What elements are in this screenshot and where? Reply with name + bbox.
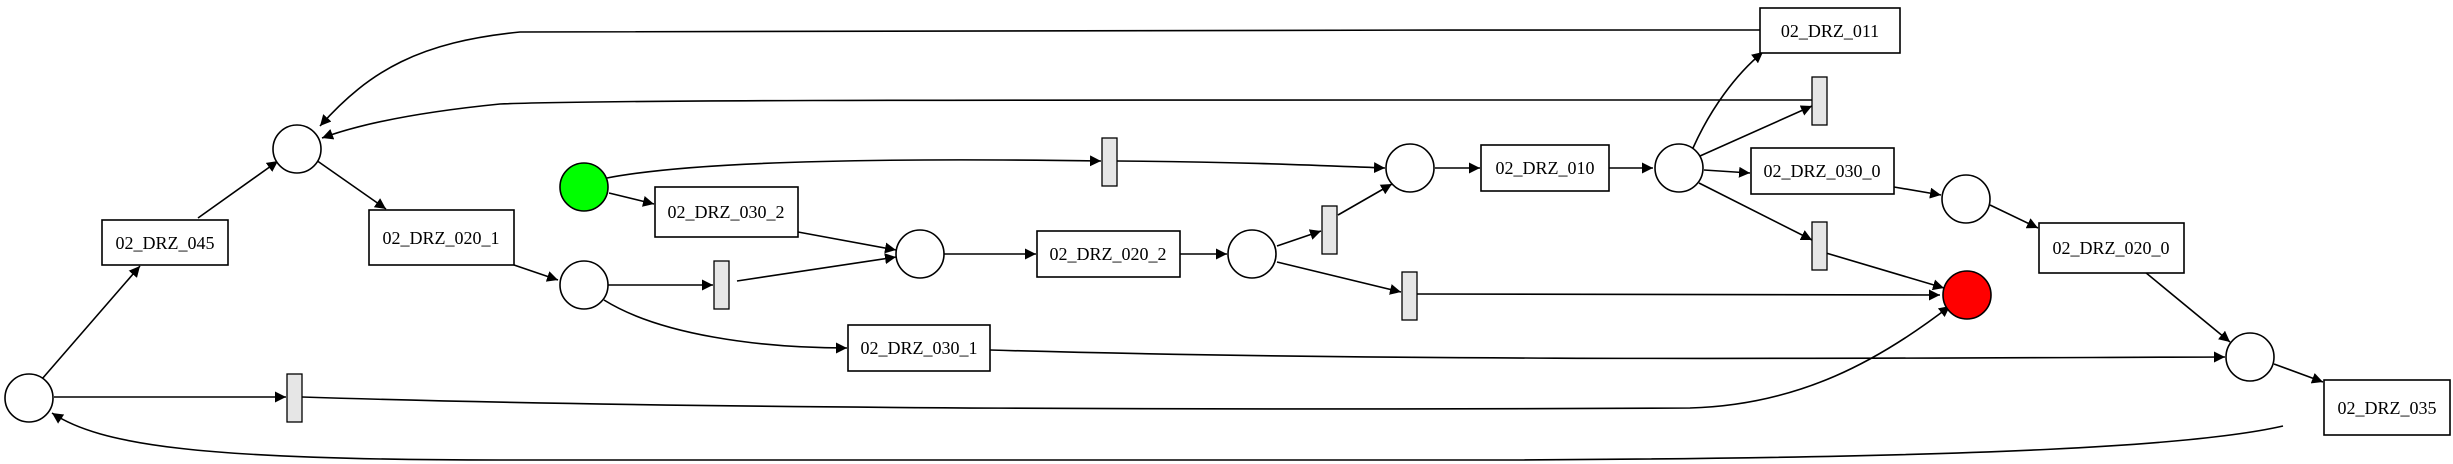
edge-silent-a-to-p010 [1116, 160, 1386, 174]
edge-silent-c-to-end [1416, 289, 1941, 301]
edge-030-0-to-pmidright [1893, 186, 1942, 199]
edge-p-to-011 [1692, 51, 1764, 149]
edge-silent-top-to-p-top [321, 99, 1812, 140]
transition-02-drz-010[interactable]: 02_DRZ_010 [1480, 144, 1610, 192]
edge-020-0-to-p035 [2144, 271, 2231, 343]
place-before-035[interactable] [2225, 332, 2275, 382]
edge-silent-b-to-p010 [1337, 183, 1393, 216]
transition-label: 02_DRZ_045 [116, 233, 215, 253]
silent-transition-mid[interactable] [713, 260, 730, 310]
transition-label: 02_DRZ_010 [1496, 158, 1595, 178]
transition-label: 02_DRZ_020_0 [2053, 238, 2170, 258]
edge-p035-to-035 [2273, 363, 2324, 384]
transition-label: 02_DRZ_020_2 [1050, 244, 1167, 264]
transition-02-drz-011[interactable]: 02_DRZ_011 [1759, 7, 1901, 54]
edge-silent-mid-to-pmerge [736, 253, 897, 282]
place-mid-right[interactable] [1941, 174, 1991, 224]
silent-transition-top-right[interactable] [1811, 76, 1828, 126]
source-place[interactable] [559, 162, 609, 212]
edge-030-1-to-p035 [989, 349, 2226, 363]
silent-transition-near-end[interactable] [1811, 221, 1828, 271]
edge-ptop-to-020-1 [315, 159, 387, 210]
edge-pmid-to-030-1 [603, 299, 848, 354]
silent-transition-a[interactable] [1101, 137, 1118, 187]
edge-silent-bottom-to-end [301, 305, 1951, 410]
transition-02-drz-020-0[interactable]: 02_DRZ_020_0 [2038, 222, 2185, 274]
transition-label: 02_DRZ_011 [1781, 21, 1879, 41]
edge-pstart-to-045 [41, 265, 141, 380]
edge-p-to-silent-c [1276, 261, 1402, 295]
place-top-left[interactable] [272, 124, 322, 174]
transition-02-drz-020-2[interactable]: 02_DRZ_020_2 [1036, 230, 1181, 278]
silent-transitions [286, 76, 1828, 423]
edge-045-to-ptop [197, 160, 279, 219]
edge-020-1-to-pmid [513, 264, 559, 282]
edge-011-to-p-top [319, 29, 1761, 127]
edge-p-to-silent-red [1698, 182, 1813, 241]
edge-035-to-pstart [51, 412, 2284, 461]
transition-label: 02_DRZ_030_0 [1764, 161, 1881, 181]
silent-transition-c[interactable] [1401, 271, 1418, 321]
edge-030-2-to-pmerge [797, 231, 897, 254]
place-before-010[interactable] [1385, 143, 1435, 193]
transition-02-drz-045[interactable]: 02_DRZ_045 [101, 219, 229, 266]
transition-02-drz-030-2[interactable]: 02_DRZ_030_2 [654, 186, 799, 238]
edge-p-to-silent-top [1699, 105, 1813, 157]
labeled-transitions: 02_DRZ_011 02_DRZ_045 02_DRZ_020_1 02_DR… [101, 7, 2451, 436]
transition-label: 02_DRZ_030_2 [668, 202, 785, 222]
transition-02-drz-030-1[interactable]: 02_DRZ_030_1 [847, 324, 991, 372]
transition-02-drz-030-0[interactable]: 02_DRZ_030_0 [1750, 147, 1895, 195]
transition-label: 02_DRZ_030_1 [861, 338, 978, 358]
edges [41, 29, 2324, 461]
edge-pmidright-to-020-0 [1989, 204, 2039, 229]
transition-02-drz-020-1[interactable]: 02_DRZ_020_1 [368, 209, 515, 266]
sink-place[interactable] [1942, 270, 1992, 320]
transition-02-drz-035[interactable]: 02_DRZ_035 [2323, 379, 2451, 436]
edge-start-to-silent-a [606, 155, 1102, 179]
silent-transition-b[interactable] [1321, 205, 1338, 255]
edge-p-to-silent-b [1276, 229, 1322, 247]
place-merge[interactable] [895, 229, 945, 279]
edge-p-to-030-0 [1703, 166, 1751, 178]
transition-label: 02_DRZ_020_1 [383, 228, 500, 248]
places [4, 124, 2275, 423]
place-start-loop[interactable] [4, 373, 54, 423]
place-mid-left[interactable] [559, 260, 609, 310]
place-after-020-2[interactable] [1227, 229, 1277, 279]
edge-start-to-030-2 [608, 192, 655, 207]
place-after-010[interactable] [1654, 143, 1704, 193]
edge-silent-red-to-end [1825, 252, 1945, 291]
transition-label: 02_DRZ_035 [2338, 398, 2437, 418]
silent-transition-bottom[interactable] [286, 373, 303, 423]
